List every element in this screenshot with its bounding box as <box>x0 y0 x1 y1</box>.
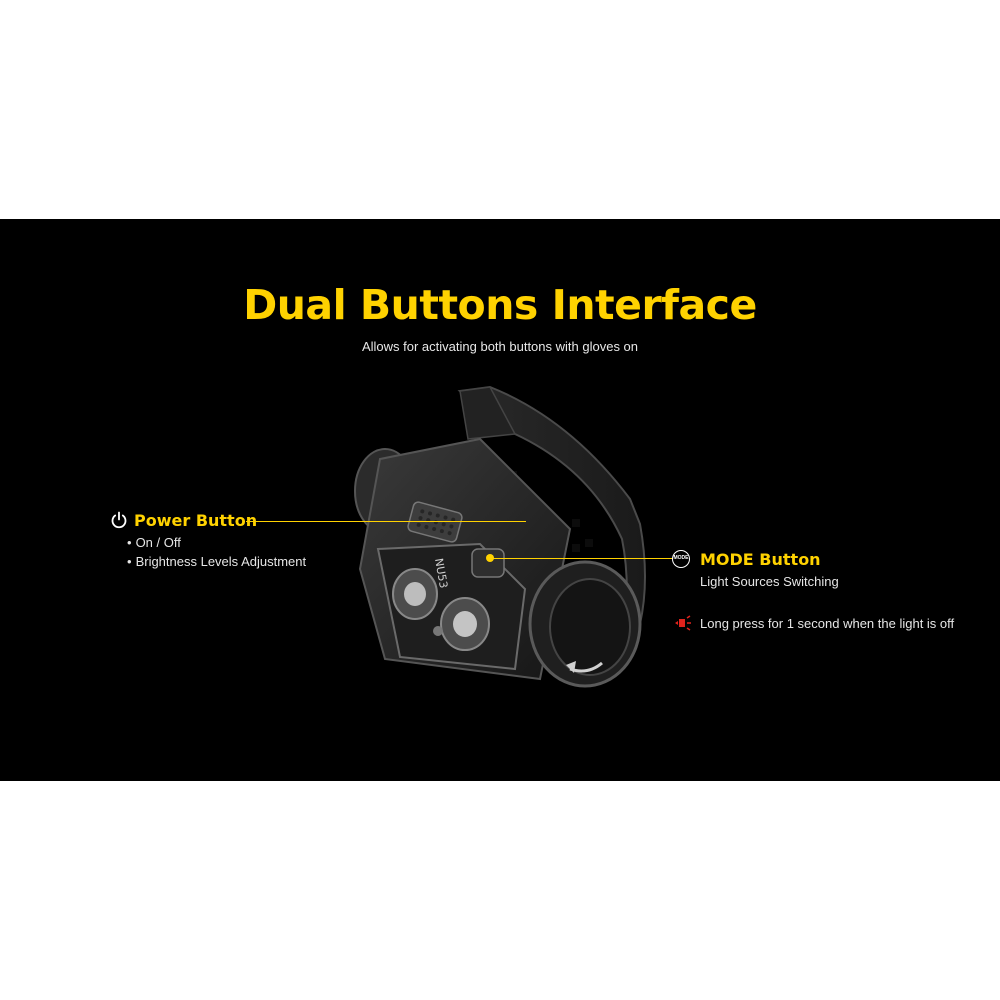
red-light-icon <box>675 615 691 631</box>
feature-banner: Dual Buttons Interface Allows for activa… <box>0 219 1000 781</box>
mode-icon: MODE <box>672 550 690 568</box>
page-title: Dual Buttons Interface <box>243 281 757 329</box>
mode-button-label: MODE Button <box>700 550 821 569</box>
power-icon <box>111 511 127 529</box>
long-press-note: Long press for 1 second when the light i… <box>700 616 955 631</box>
mode-button-description: Light Sources Switching <box>700 574 839 589</box>
list-item: Brightness Levels Adjustment <box>127 552 307 571</box>
power-button-leader-line <box>246 521 526 522</box>
mode-button-leader-line <box>490 558 673 559</box>
list-item: On / Off <box>127 533 306 552</box>
power-button-label: Power Button <box>134 511 258 530</box>
headlamp-image: NU53 <box>354 385 646 688</box>
device-engraving: NU53 <box>432 557 450 589</box>
page-subtitle: Allows for activating both buttons with … <box>361 339 639 354</box>
power-button-features: On / Off Brightness Levels Adjustment <box>127 533 307 571</box>
